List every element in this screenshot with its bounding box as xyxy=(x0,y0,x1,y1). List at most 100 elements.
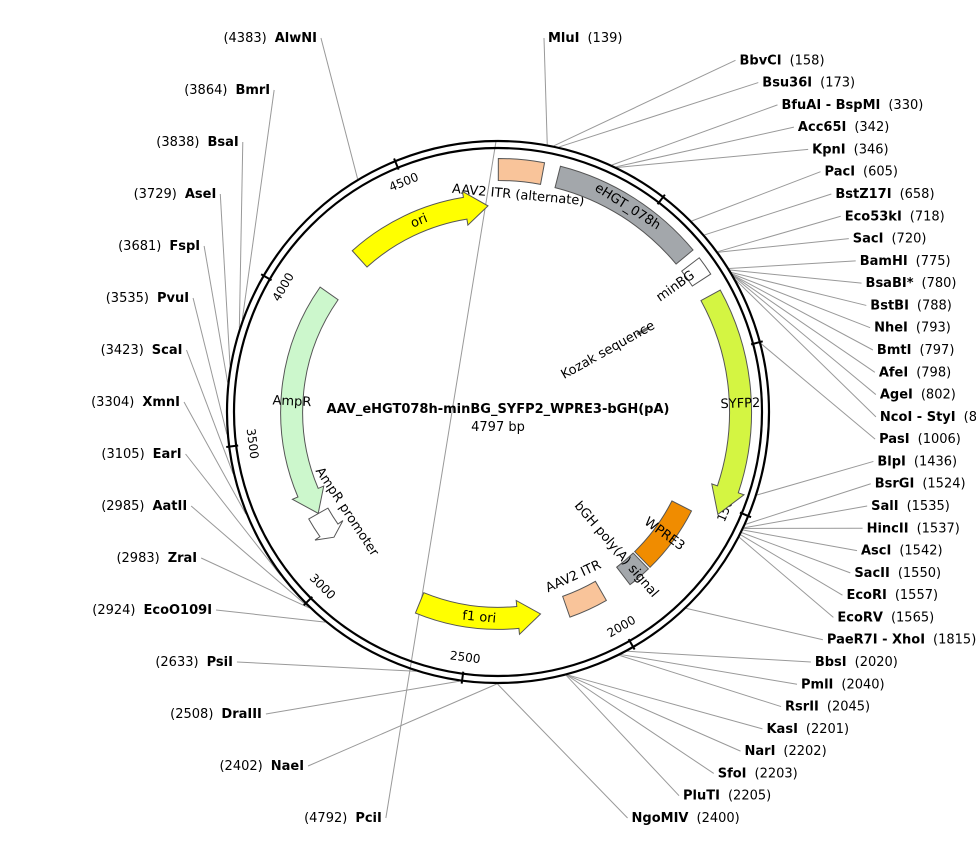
site-leader xyxy=(729,260,856,270)
site-leader xyxy=(565,674,680,797)
site-position: (2045) xyxy=(827,700,870,715)
site-name: Eco53kI xyxy=(845,209,902,224)
site-leader xyxy=(741,532,851,574)
map-size: 4797 bp xyxy=(471,420,525,435)
feature-ori: ori xyxy=(351,190,489,268)
feature-aav2-itr: AAV2 ITR xyxy=(543,558,608,618)
site-pluti: PluTI(2205) xyxy=(683,789,771,804)
site-name: ZraI xyxy=(168,551,197,566)
syfp2-label: SYFP2 xyxy=(720,396,760,412)
site-position: (3681) xyxy=(118,239,161,254)
site-position: (158) xyxy=(790,53,825,68)
site-pmli: PmlI(2040) xyxy=(801,677,885,692)
site-leader xyxy=(691,171,821,222)
feature-ampr: AmpR xyxy=(272,286,339,515)
site-leader xyxy=(215,609,326,623)
site-name: NheI xyxy=(874,321,908,336)
site-leader xyxy=(745,483,871,525)
site-name: FspI xyxy=(169,239,200,254)
tick-label: 2500 xyxy=(449,648,481,666)
site-position: (802) xyxy=(921,388,956,403)
site-leader xyxy=(558,82,759,148)
site-name: EarI xyxy=(153,447,182,462)
site-labels: MluI(139)BbvCI(158)Bsu36I(173)BfuAI - Bs… xyxy=(91,31,976,826)
site-position: (720) xyxy=(891,232,926,247)
site-pcii: PciI(4792) xyxy=(304,811,382,826)
site-position: (1557) xyxy=(895,588,938,603)
site-name: HincII xyxy=(867,521,909,536)
site-position: (330) xyxy=(888,98,923,113)
site-name: SacII xyxy=(854,566,890,581)
tick-label: 2000 xyxy=(605,613,638,640)
site-eari: EarI(3105) xyxy=(101,447,181,462)
site-leader xyxy=(733,275,876,373)
tick-mark xyxy=(627,638,636,651)
site-name: PacI xyxy=(825,165,856,180)
site-position: (2040) xyxy=(841,677,884,692)
site-blpi: BlpI(1436) xyxy=(877,454,957,469)
site-fspi: FspI (3681) xyxy=(118,239,200,254)
site-sfoi: SfoI(2203) xyxy=(718,766,798,781)
site-name: AseI xyxy=(185,187,216,202)
site-leader xyxy=(236,661,416,672)
site-position: (3423) xyxy=(101,343,144,358)
tick-mark xyxy=(393,158,400,170)
site-position: (718) xyxy=(910,209,945,224)
site-leader xyxy=(385,139,497,819)
site-position: (2400) xyxy=(697,811,740,826)
site-position: (3304) xyxy=(91,395,134,410)
tick-label: 4000 xyxy=(269,270,296,303)
site-position: (658) xyxy=(900,187,935,202)
site-position: (2508) xyxy=(170,707,213,722)
site-ncoi-styi: NcoI - StyI(813) xyxy=(880,410,976,425)
site-position: (2924) xyxy=(92,603,135,618)
site-sacii: SacII(1550) xyxy=(854,566,941,581)
site-position: (1535) xyxy=(907,499,950,514)
site-leader xyxy=(566,674,715,774)
features: AAV2 ITR (alternate)eHGT_078hminBGKozak … xyxy=(272,157,761,636)
site-bamhi: BamHI(775) xyxy=(860,254,951,269)
site-scai: ScaI(3423) xyxy=(101,343,183,358)
site-psii: PsiI(2633) xyxy=(155,655,233,670)
site-name: KpnI xyxy=(812,142,845,157)
site-kpni: KpnI(346) xyxy=(812,142,888,157)
site-position: (1815) xyxy=(933,633,976,648)
tick-mark xyxy=(739,511,752,519)
kozak-sequence-label: Kozak sequence xyxy=(559,318,658,382)
aav2-itr-alternate-shape xyxy=(497,157,546,185)
site-name: SalI xyxy=(871,499,898,514)
tick-mark xyxy=(226,444,239,448)
site-leader xyxy=(735,279,877,418)
feature-wpre3: WPRE3 xyxy=(633,500,693,569)
site-name: BbvCI xyxy=(739,53,781,68)
f1-ori-shape xyxy=(414,592,542,636)
bgh-poly-a-signal-shape xyxy=(615,552,650,586)
site-name: AatII xyxy=(152,499,187,514)
site-rsrii: RsrII(2045) xyxy=(785,700,870,715)
site-leader xyxy=(567,674,741,752)
site-name: EcoRI xyxy=(846,588,886,603)
site-position: (2203) xyxy=(755,766,798,781)
site-leader xyxy=(756,460,874,496)
site-name: BamHI xyxy=(860,254,908,269)
site-leader xyxy=(219,193,231,366)
site-position: (342) xyxy=(854,120,889,135)
site-leader xyxy=(320,37,359,180)
site-leader xyxy=(238,141,244,328)
ehgt-078h-shape xyxy=(554,165,694,265)
site-saci: SacI(720) xyxy=(853,232,927,247)
site-name: KasI xyxy=(766,722,797,737)
wpre3-shape xyxy=(633,500,693,569)
site-name: BlpI xyxy=(877,454,906,469)
syfp2-shape xyxy=(700,289,753,516)
ori-label: ori xyxy=(409,211,430,231)
tick-label: 4500 xyxy=(387,170,421,195)
site-leader xyxy=(497,683,628,819)
site-bsai: BsaI(3838) xyxy=(156,135,238,150)
site-hincii: HincII(1537) xyxy=(867,521,960,536)
site-name: PvuI xyxy=(157,291,189,306)
site-paci: PacI(605) xyxy=(825,165,898,180)
site-position: (2020) xyxy=(855,655,898,670)
site-name: BmrI xyxy=(235,83,270,98)
site-name: EcoRV xyxy=(837,610,883,625)
